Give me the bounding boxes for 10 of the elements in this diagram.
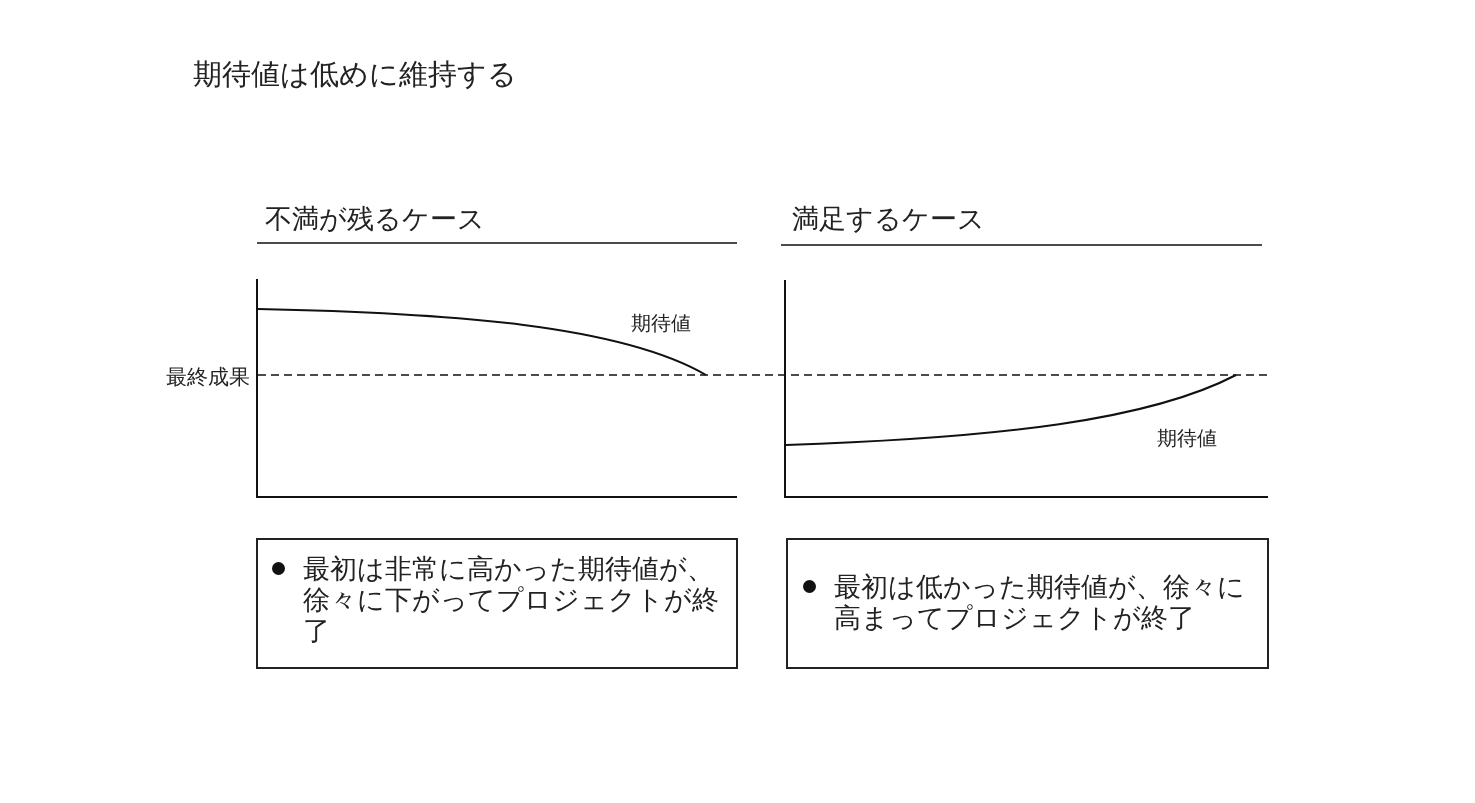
curve-label: 期待値 — [1157, 426, 1217, 450]
curve-label: 期待値 — [631, 311, 691, 335]
text-box — [256, 538, 738, 669]
section-heading: 満足するケース — [792, 203, 985, 236]
bullet-text: 最初は低かった期待値が、徐々に高まってプロジェクトが終了 — [834, 571, 1246, 633]
text-box — [786, 538, 1269, 669]
section-heading: 不満が残るケース — [265, 203, 485, 236]
reference-line-label: 最終成果 — [166, 365, 250, 391]
page-title: 期待値は低めに維持する — [193, 57, 517, 92]
bullet-text: 最初は非常に高かった期待値が、徐々に下がってプロジェクトが終了 — [303, 553, 720, 646]
